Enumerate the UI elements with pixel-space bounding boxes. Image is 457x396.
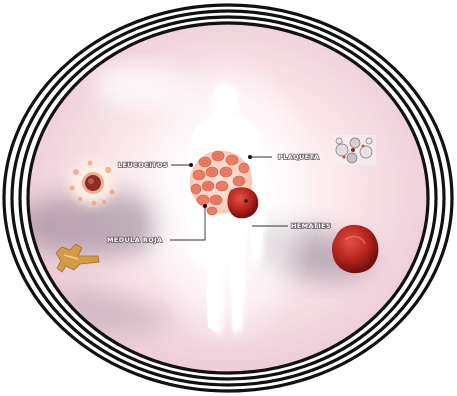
label-leucocitos: LEUCOCITOS — [118, 161, 168, 169]
label-plaqueta: PLAQUETA — [278, 153, 319, 161]
label-medula-roja: MEDULA ROJA — [107, 236, 162, 244]
hematie-cell-image — [332, 225, 378, 273]
plaquetas-cells-image — [332, 135, 376, 165]
label-hematies: HEMATIES — [291, 222, 331, 230]
